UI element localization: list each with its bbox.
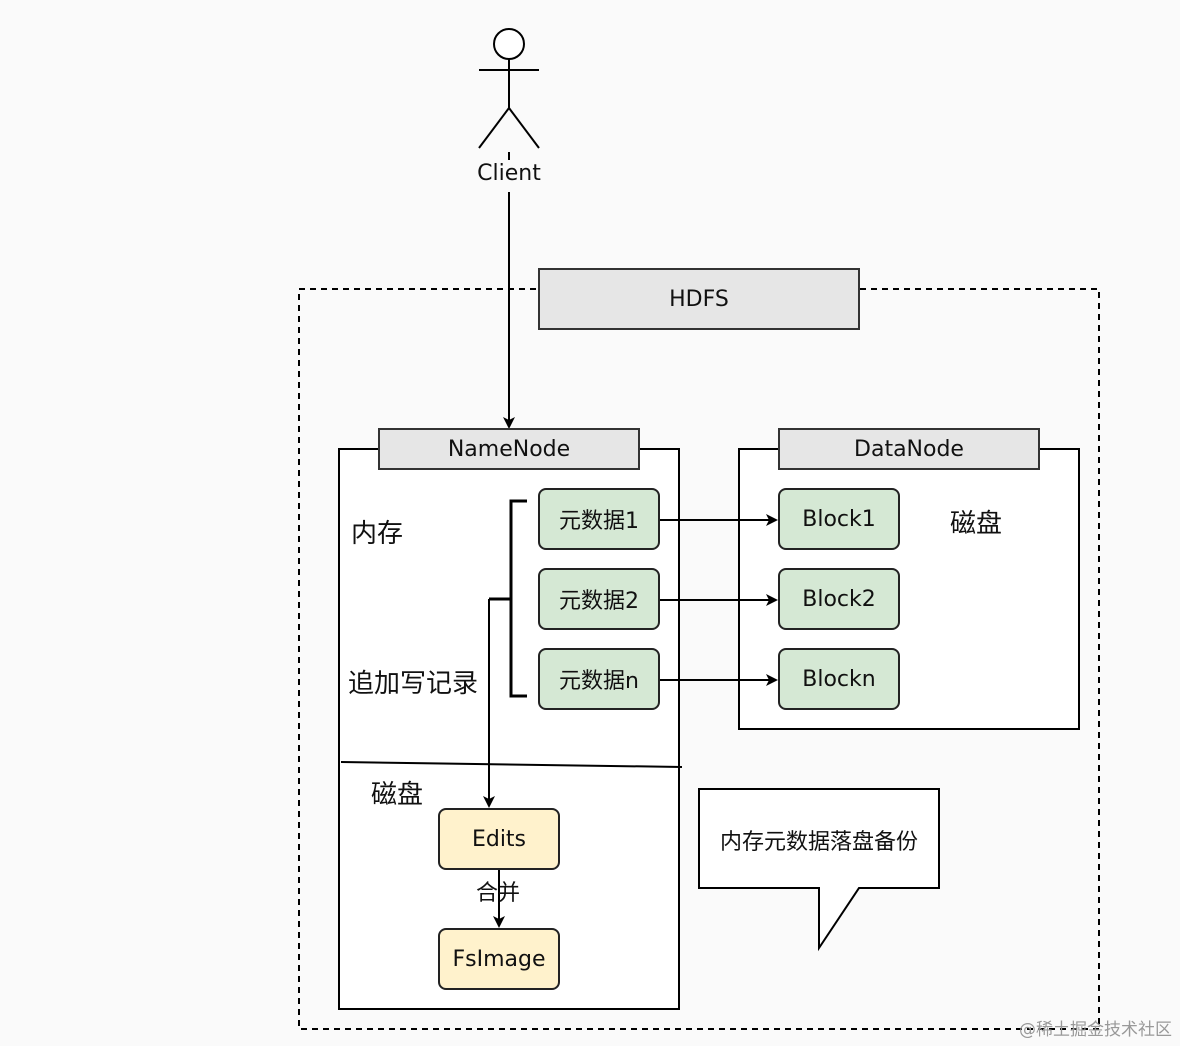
namenode-disk-label: 磁盘 (371, 780, 424, 810)
hdfs-title: HDFS (669, 286, 729, 312)
namenode-append-label: 追加写记录 (348, 669, 479, 699)
callout-bubble (698, 788, 940, 952)
namenode-divider (340, 761, 683, 768)
merge-label: 合并 (476, 881, 521, 906)
client-label: Client (469, 161, 549, 186)
datanode-disk-label: 磁盘 (950, 509, 1003, 539)
client-actor-icon (478, 28, 540, 160)
edits-box: Edits (438, 808, 560, 870)
metadata-box-2: 元数据2 (538, 568, 660, 630)
metadata-box-n: 元数据n (538, 648, 660, 710)
metadata-bracket (489, 499, 527, 698)
namenode-memory-label: 内存 (351, 519, 404, 549)
block-box-1: Block1 (778, 488, 900, 550)
fsimage-box: FsImage (438, 928, 560, 990)
metadata-box-1: 元数据1 (538, 488, 660, 550)
watermark: @稀土掘金技术社区 (1019, 1020, 1172, 1040)
fsimage-label: FsImage (452, 946, 546, 972)
callout-text: 内存元数据落盘备份 (719, 830, 918, 855)
hdfs-title-box: HDFS (538, 268, 860, 330)
metadata-label: 元数据n (559, 669, 639, 694)
datanode-title: DataNode (854, 436, 964, 462)
block-label: Block1 (802, 506, 876, 532)
datanode-title-box: DataNode (778, 428, 1040, 470)
edits-label: Edits (471, 826, 527, 852)
block-box-2: Block2 (778, 568, 900, 630)
namenode-title-box: NameNode (378, 428, 640, 470)
block-label: Blockn (802, 666, 876, 692)
metadata-label: 元数据2 (559, 589, 639, 614)
block-label: Block2 (802, 586, 876, 612)
namenode-title: NameNode (447, 436, 571, 462)
block-box-n: Blockn (778, 648, 900, 710)
metadata-label: 元数据1 (559, 509, 639, 534)
